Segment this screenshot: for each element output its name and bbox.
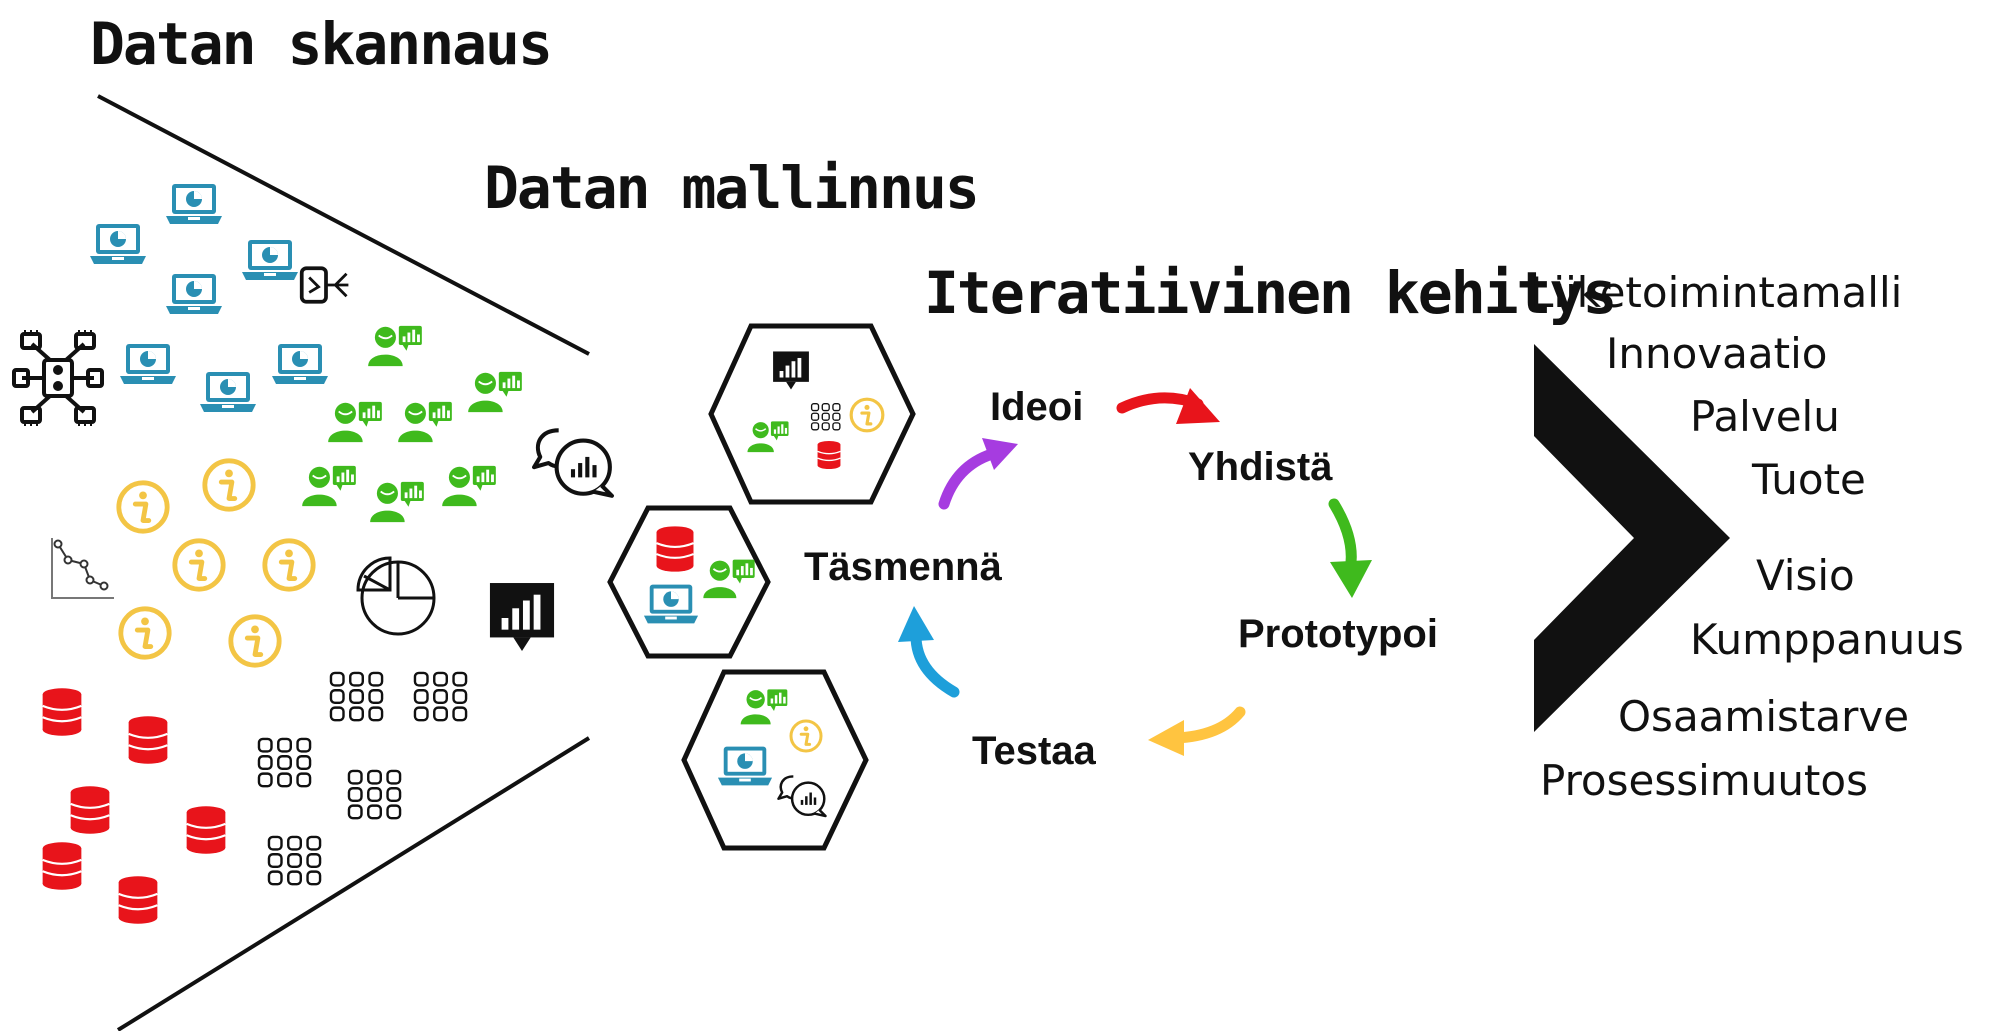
laptop-chart-icon: [90, 224, 146, 264]
info-icon: [205, 461, 253, 509]
outcome-item: Liiketoimintamalli: [1530, 268, 1902, 317]
laptop-chart-icon: [120, 344, 176, 384]
outcome-item: Osaamistarve: [1618, 692, 1909, 741]
outcomes-list: Liiketoimintamalli Innovaatio Palvelu Tu…: [1530, 268, 1964, 805]
user-chart-icon: [441, 464, 497, 508]
info-icons: [119, 461, 313, 665]
step-ideoi: Ideoi: [990, 385, 1083, 429]
outcome-item: Prosessimuutos: [1540, 756, 1868, 805]
outcome-item: Innovaatio: [1606, 329, 1827, 378]
step-tasmenna: Täsmennä: [804, 545, 1003, 589]
outcome-item: Palvelu: [1690, 392, 1840, 441]
grid-icon: [347, 769, 402, 820]
arrow-green: [1328, 498, 1372, 598]
step-testaa: Testaa: [972, 729, 1097, 773]
database-icons: [41, 687, 227, 925]
laptop-chart-icon: [643, 584, 699, 624]
laptop-icons: [90, 184, 328, 412]
database-icon: [41, 841, 83, 891]
hexagon-bottom: [681, 669, 869, 851]
step-yhdista: Yhdistä: [1188, 445, 1333, 489]
grid-icons: [257, 671, 468, 886]
user-chart-icon: [467, 370, 523, 414]
grid-icon: [413, 671, 468, 722]
user-chart-icon: [397, 400, 453, 444]
plug-icon: [299, 266, 351, 304]
arrow-yellow: [1148, 706, 1246, 756]
outcome-item: Tuote: [1751, 455, 1866, 504]
cycle-arrows: [898, 388, 1372, 756]
step-prototypoi: Prototypoi: [1238, 612, 1438, 656]
info-icon: [265, 541, 313, 589]
user-icons: [301, 324, 523, 524]
funnel-bottom-line: [116, 736, 591, 1031]
info-icon: [175, 541, 223, 589]
grid-icon: [329, 671, 384, 722]
laptop-chart-icon: [166, 184, 222, 224]
info-icon: [119, 483, 167, 531]
pie-chart-icon: [356, 556, 436, 636]
database-icon: [816, 440, 842, 470]
bar-chart-icon: [489, 583, 555, 652]
laptop-chart-icon: [200, 372, 256, 412]
user-chart-icon: [301, 464, 357, 508]
laptop-chart-icon: [242, 240, 298, 280]
laptop-chart-icon: [272, 344, 328, 384]
chevron-right-icon: [1534, 344, 1730, 732]
info-icon: [121, 609, 169, 657]
database-icon: [41, 687, 83, 737]
laptop-chart-icon: [166, 274, 222, 314]
outcome-item: Kumppanuus: [1690, 615, 1964, 664]
database-icon: [185, 805, 227, 855]
grid-icon: [267, 835, 322, 886]
database-icon: [127, 715, 169, 765]
database-icon: [69, 785, 111, 835]
database-icon: [655, 525, 695, 573]
title-data-modeling: Datan mallinnus: [484, 154, 978, 222]
outcome-item: Visio: [1756, 551, 1855, 600]
funnel-top-line: [97, 94, 590, 356]
title-iterative-development: Iteratiivinen kehitys: [924, 259, 1615, 327]
info-icon: [231, 617, 279, 665]
user-chart-icon: [367, 324, 423, 368]
title-data-scanning: Datan skannaus: [90, 10, 551, 78]
user-chart-icon: [369, 480, 425, 524]
network-icon: [12, 330, 104, 426]
arrow-blue: [898, 606, 960, 698]
arrow-red: [1116, 388, 1220, 424]
arrow-purple: [938, 438, 1018, 510]
chat-chart-icon: [534, 430, 612, 496]
user-chart-icon: [327, 400, 383, 444]
line-chart-icon: [51, 537, 115, 599]
hexagon-middle: [607, 505, 771, 659]
database-icon: [117, 875, 159, 925]
laptop-chart-icon: [717, 746, 773, 786]
hexagon-top: [708, 323, 916, 505]
grid-icon: [257, 737, 312, 788]
